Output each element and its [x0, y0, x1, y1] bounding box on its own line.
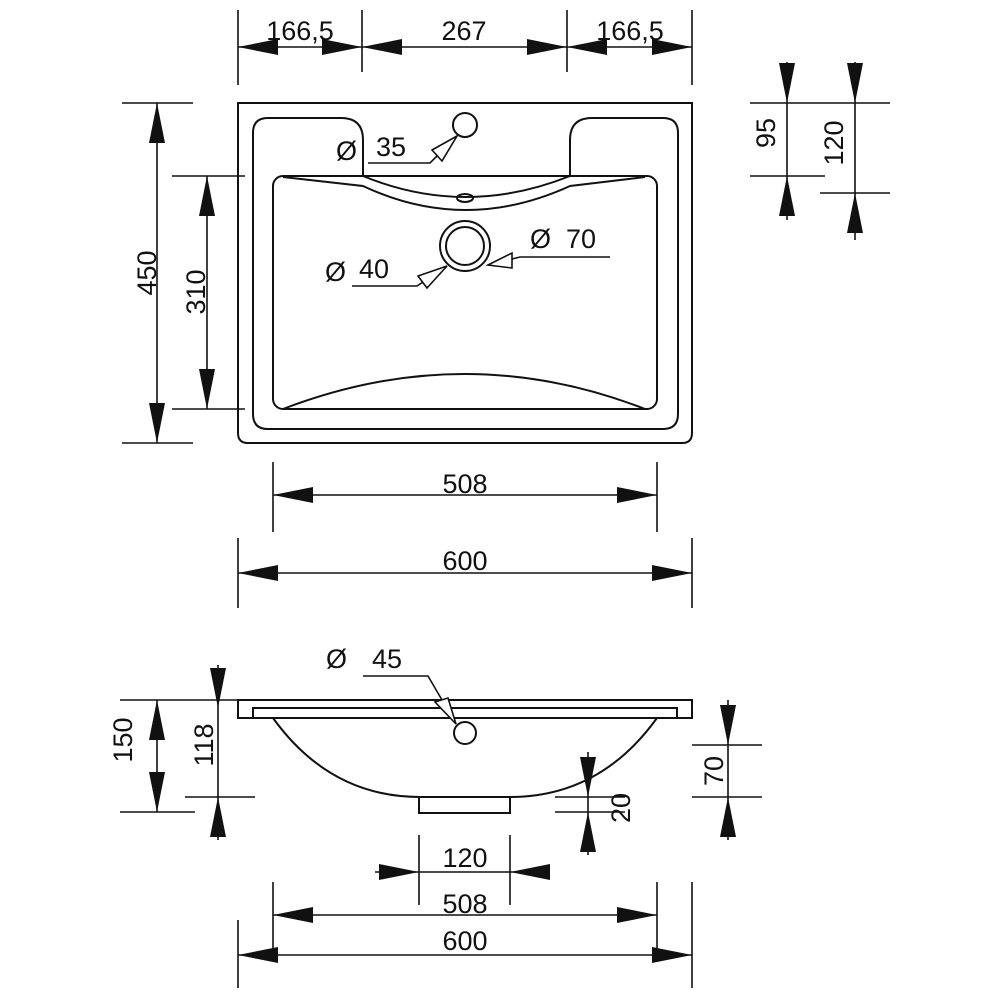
sink-outer-outline	[237, 102, 693, 444]
dimension-arrowhead	[617, 487, 657, 503]
bowl-front-slope	[282, 373, 646, 410]
bowl-depth-label: 310	[181, 269, 211, 314]
bowl-width-label: 508	[442, 889, 487, 919]
dimension-arrowhead	[149, 700, 165, 740]
bowl-back-slope	[282, 176, 646, 211]
overflow-hole	[453, 721, 477, 745]
slab-inner-line	[252, 707, 678, 718]
rim-depth-95-label: 95	[751, 118, 781, 148]
dimension-arrowhead	[238, 947, 278, 963]
dimension-arrowheads	[149, 39, 863, 963]
drain-height-label: 20	[606, 793, 636, 823]
dimension-arrowhead	[847, 63, 863, 103]
side-view: Ø 45 150 118 70 20 120 508 600	[108, 644, 762, 988]
dimension-arrowhead	[720, 705, 736, 745]
side-height-label: 70	[699, 756, 729, 786]
diameter-symbol: Ø	[530, 224, 551, 254]
dimension-arrowhead	[720, 797, 736, 837]
total-width-label: 600	[442, 546, 487, 576]
total-height-label: 150	[108, 717, 138, 762]
dimension-arrowhead	[580, 757, 596, 797]
tap-hole-diameter-label: 35	[376, 132, 406, 162]
dimension-arrowhead	[567, 39, 607, 55]
countertop-slab	[237, 699, 693, 719]
dimension-arrowhead	[527, 39, 567, 55]
bowl-profile	[272, 717, 658, 798]
dimension-arrowhead	[779, 63, 795, 103]
leader-arrow	[433, 697, 457, 725]
dimension-arrowhead	[847, 193, 863, 233]
dimension-arrowhead	[238, 565, 278, 581]
depth-total-label: 450	[132, 250, 162, 295]
bowl-outline	[272, 175, 658, 410]
diameter-symbol: Ø	[336, 136, 357, 166]
diameter-symbol: Ø	[325, 257, 346, 287]
drain-width-label: 120	[442, 843, 487, 873]
dimension-arrowhead	[362, 39, 402, 55]
bowl-width-label: 508	[442, 469, 487, 499]
drain-stub	[418, 796, 511, 814]
dimension-arrowhead	[510, 864, 550, 880]
dimension-arrowhead	[652, 947, 692, 963]
dimension-arrowhead	[779, 176, 795, 216]
dimension-arrowhead	[149, 772, 165, 812]
extension-lines-top	[237, 10, 693, 85]
dimension-arrowhead	[580, 812, 596, 852]
diameter-symbol: Ø	[326, 644, 347, 674]
extension-lines-bottom	[237, 462, 693, 608]
dimension-arrowhead	[322, 39, 362, 55]
dimension-arrowhead	[652, 565, 692, 581]
dimension-arrowhead	[149, 403, 165, 443]
dimension-arrowhead	[210, 668, 226, 708]
dimension-arrowhead	[238, 39, 278, 55]
dimension-arrowhead	[199, 176, 215, 216]
drain-outer	[439, 220, 491, 272]
drain-inner	[445, 226, 485, 266]
drain-diameter-label: 40	[359, 254, 389, 284]
overflow-hole	[456, 193, 474, 203]
total-width-label: 600	[442, 926, 487, 956]
dimension-arrowhead	[199, 369, 215, 409]
leader-arrow	[416, 265, 448, 290]
width-center-label: 267	[441, 16, 486, 46]
dimension-arrowhead	[273, 907, 313, 923]
dimension-arrowhead	[652, 39, 692, 55]
bowl-back-edge	[362, 175, 571, 198]
top-view: Ø 35 Ø 40 Ø 70 166,5 267 166,5 450 310	[122, 10, 890, 608]
dimension-arrowhead	[617, 907, 657, 923]
leader-arrow	[485, 251, 513, 269]
overflow-diameter-label: 45	[372, 644, 402, 674]
dimension-arrowhead	[210, 797, 226, 837]
tap-hole	[452, 112, 478, 138]
dimension-arrowhead	[149, 103, 165, 143]
drain-outer-diameter-label: 70	[566, 224, 596, 254]
rim-depth-120-label: 120	[819, 120, 849, 165]
bowl-height-label: 118	[189, 723, 219, 766]
sink-rim-outline	[252, 117, 679, 430]
dimension-arrowhead	[379, 864, 419, 880]
leader-arrow	[430, 133, 460, 163]
dimension-arrowhead	[273, 487, 313, 503]
